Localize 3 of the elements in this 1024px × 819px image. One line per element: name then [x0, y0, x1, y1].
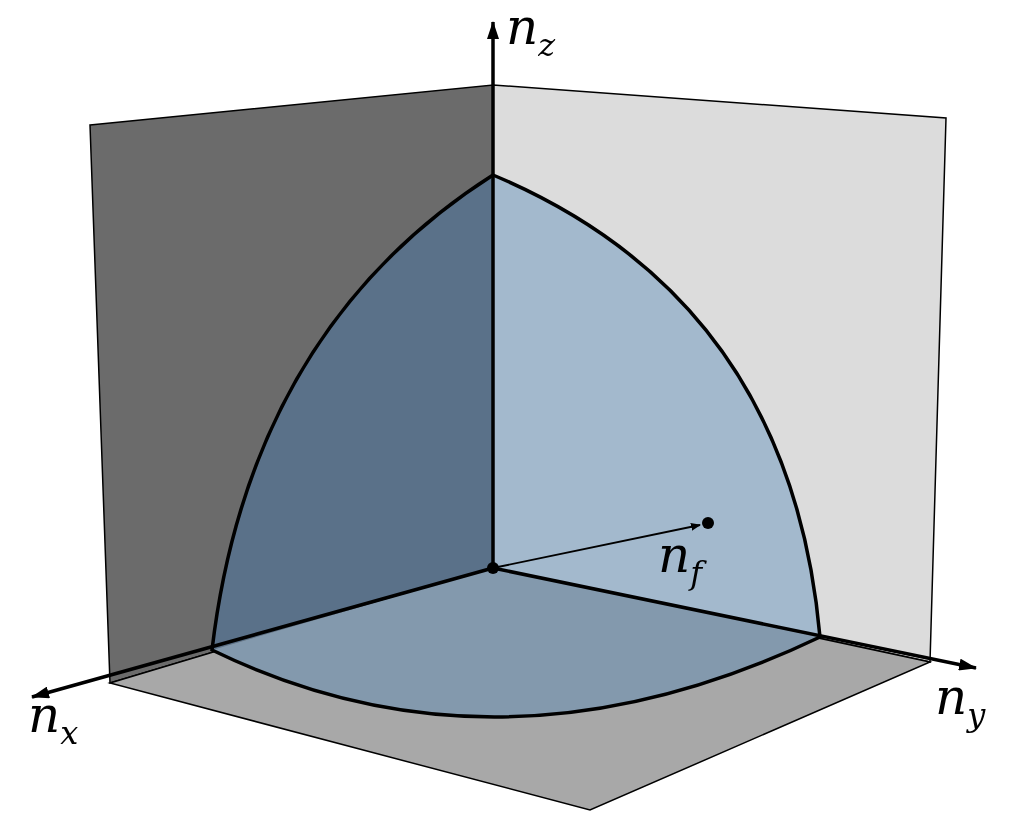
axis-label: n$_{y}$	[935, 672, 986, 731]
axis-label: n$_{x}$	[28, 690, 79, 749]
axis-label: n$_{z}$	[506, 2, 556, 61]
